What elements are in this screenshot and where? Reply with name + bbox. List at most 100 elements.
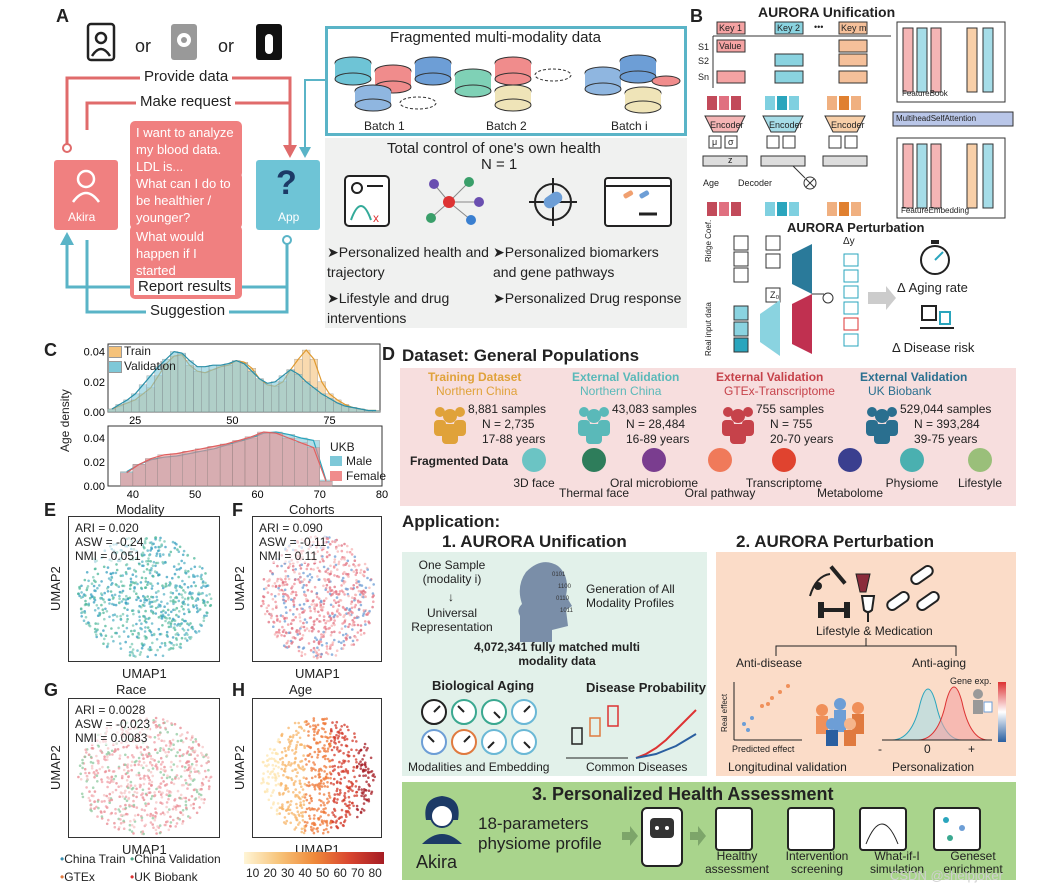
predicted-effect-label: Predicted effect xyxy=(732,744,795,754)
or-text-1: or xyxy=(135,36,152,56)
clipboard-icon: x xyxy=(344,175,390,227)
mu-symbol: μ xyxy=(712,137,718,147)
app-card[interactable]: ? App xyxy=(256,160,320,230)
decoder-label: Decoder xyxy=(738,178,773,188)
c-xtick-1-3: 70 xyxy=(314,489,326,501)
phone-tube-icon xyxy=(256,24,282,60)
c-bar-1-1-16 xyxy=(319,481,333,487)
panel-label-g: G xyxy=(44,680,59,700)
real-input-label: Real input data xyxy=(704,302,713,356)
modality-label-3: Oral pathway xyxy=(684,486,756,500)
longitudinal-label: Longitudinal validation xyxy=(728,760,847,774)
chat-bubble-1: I want to analyze my blood data. LDL is.… xyxy=(130,121,242,178)
c-xtick-1-1: 50 xyxy=(189,489,201,501)
unification-app-box: 1. AURORA Unification One Sample (modali… xyxy=(402,532,707,776)
age-tick-20: 20 xyxy=(263,866,277,880)
age-tick-30: 30 xyxy=(281,866,295,880)
common-diseases-label: Common Diseases xyxy=(586,760,688,774)
umap-plot-h xyxy=(252,698,382,838)
transcriptome-icon xyxy=(772,448,796,472)
c-bar-0-1-34 xyxy=(372,410,381,413)
c-bar-1-1-0 xyxy=(120,472,134,487)
c-bar-0-1-18 xyxy=(247,371,256,413)
z-symbol: z xyxy=(728,155,733,165)
cohort-samples-2: 755 samples xyxy=(756,402,825,416)
c-ytick-0-0: 0.00 xyxy=(84,407,105,419)
c-xtick-0-1: 50 xyxy=(226,415,238,427)
c-bar-1-1-3 xyxy=(157,454,171,487)
batch-label-2: Batch 2 xyxy=(486,119,527,133)
c-xtick-1-0: 40 xyxy=(127,489,139,501)
umap-title-e: Modality xyxy=(116,502,165,517)
question-icon: ? xyxy=(276,164,297,202)
modality-label-2: Oral microbiome xyxy=(609,476,699,490)
clock-grid-icon xyxy=(421,699,537,755)
personalization-label: Personalization xyxy=(892,760,975,774)
modality-label-1: Thermal face xyxy=(558,486,630,500)
row-sn: Sn xyxy=(698,72,710,82)
legend-female: Female xyxy=(346,469,387,483)
featurebook-label: FeatureBook xyxy=(902,89,948,98)
panel-label-d: D xyxy=(382,344,395,364)
lifestyle-clipboard-icon xyxy=(968,448,992,472)
c-bar-1-1-4 xyxy=(170,453,183,487)
ridge-coef-label: Ridge Coef. xyxy=(704,219,713,262)
c-line-0-1 xyxy=(111,350,377,412)
key-2-label: Key 2 xyxy=(777,23,801,33)
physiome-icon xyxy=(900,448,924,472)
c-bar-1-1-7 xyxy=(207,446,221,487)
panel-label-f: F xyxy=(232,500,243,520)
batch-1-cylinders xyxy=(334,56,452,112)
validation-personalization-figure xyxy=(733,682,1006,746)
cohort-sub-3: UK Biobank xyxy=(868,384,932,398)
minus-tick: - xyxy=(878,742,882,756)
modality-label-7: Lifestyle xyxy=(957,476,1003,490)
c-xtick-1-4: 80 xyxy=(376,489,388,501)
feature-biomarkers: ➤Personalized biomarkers and gene pathwa… xyxy=(493,244,659,280)
svg-text:x: x xyxy=(373,211,379,225)
perturbation-diagram xyxy=(733,235,896,356)
legend-male: Male xyxy=(346,454,373,468)
panel-label-h: H xyxy=(232,680,245,700)
c-xtick-1-2: 60 xyxy=(251,489,263,501)
batch-label-i: Batch i xyxy=(611,119,648,133)
key-1-label: Key 1 xyxy=(719,23,743,33)
c-bar-1-1-15 xyxy=(307,447,320,487)
feature-drug-response: ➤Personalized Drug response xyxy=(493,290,682,306)
dataset-title: Dataset: General Populations xyxy=(402,346,640,365)
microbiome-icon xyxy=(642,448,666,472)
umap-ylabel-h: UMAP2 xyxy=(232,745,247,790)
step-healthy: Healthy assessment xyxy=(704,849,770,876)
umap-title-g: Race xyxy=(116,682,147,697)
age-tick-10: 10 xyxy=(246,866,260,880)
cohort-age-2: 20-70 years xyxy=(770,432,834,446)
user-card[interactable]: Akira xyxy=(54,160,118,230)
one-sample-text: One Sample (modality i) xyxy=(418,558,486,586)
modality-label-5: Metabolome xyxy=(816,486,884,500)
umap-scatter-h xyxy=(260,717,376,835)
c-bar-0-1-13 xyxy=(208,365,217,413)
c-bar-1-1-9 xyxy=(232,440,246,487)
age-tick-40: 40 xyxy=(298,866,312,880)
report-results-label: Report results xyxy=(134,278,236,295)
make-request-label: Make request xyxy=(136,93,235,110)
c-xtick-0-0: 25 xyxy=(129,415,141,427)
row-s1: S1 xyxy=(698,42,710,52)
c-bar-0-1-21 xyxy=(271,381,280,413)
step-what-if: What-if-I simulation xyxy=(869,849,925,876)
people-group-icon xyxy=(866,407,898,444)
modality-label-6: Physiome xyxy=(885,476,939,490)
c-bar-0-1-17 xyxy=(239,363,249,413)
encoder-label-m: Encoder xyxy=(831,120,865,130)
panel-label-c: C xyxy=(44,340,57,360)
c-bar-0-1-20 xyxy=(263,383,272,413)
pill-target-icon xyxy=(529,178,577,226)
cohort-sub-2: GTEx-Transcriptome xyxy=(724,384,835,398)
thermal-face-icon xyxy=(582,448,606,472)
c-bar-0-1-15 xyxy=(224,363,233,413)
c-xtick-0-2: 75 xyxy=(323,415,335,427)
